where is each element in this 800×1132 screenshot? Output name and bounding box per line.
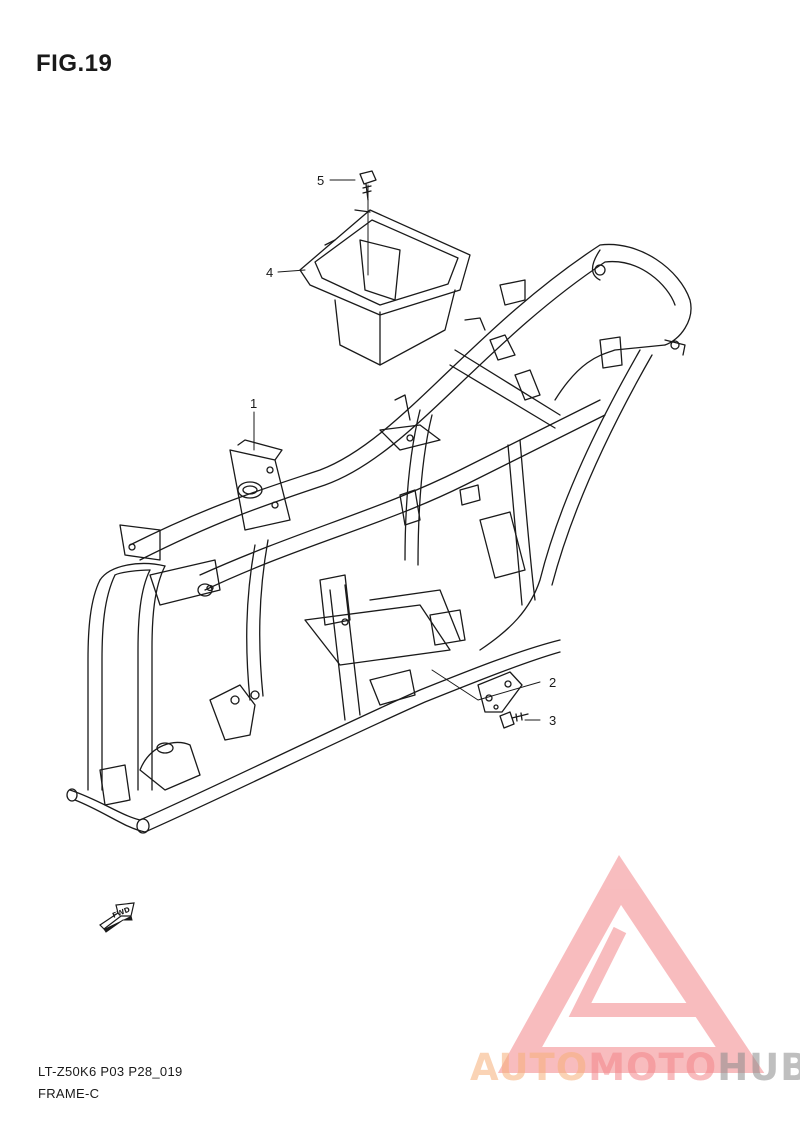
callout-1: 1 [250, 396, 258, 411]
watermark-text: AUTOMOTOHUB [470, 1046, 800, 1089]
frame-part-drawing [66, 243, 692, 834]
bolt-5-drawing [359, 170, 377, 201]
leader-lines [253, 179, 541, 721]
bolt-3-drawing [499, 711, 529, 729]
watermark-logo [497, 855, 765, 1073]
battery-case-drawing [299, 209, 471, 366]
watermark-part-moto: MOTO [588, 1046, 718, 1089]
figure-title: FIG.19 [36, 50, 113, 77]
callout-2: 2 [549, 675, 557, 690]
callout-4: 4 [266, 265, 274, 280]
callout-3: 3 [549, 713, 557, 728]
forward-arrow-icon: FWD [99, 902, 135, 933]
watermark-part-auto: AUTO [470, 1046, 589, 1089]
drawing-code: LT-Z50K6 P03 P28_019 [38, 1064, 183, 1079]
watermark-part-hub: HUB [717, 1046, 800, 1089]
drawing-caption: FRAME-C [38, 1086, 100, 1101]
callout-5: 5 [317, 173, 325, 188]
